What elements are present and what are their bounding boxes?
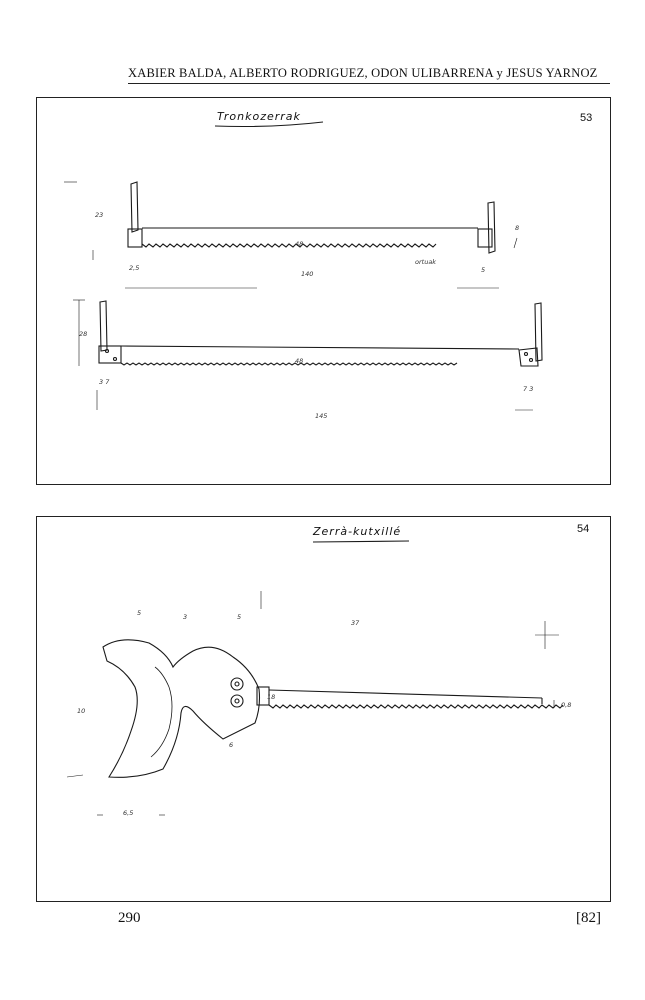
saw-handle (102, 639, 261, 778)
plate-53-title: Tronkozerrak (217, 110, 301, 123)
plate-54-number: 54 (577, 523, 590, 535)
saw-collar (256, 686, 270, 706)
saw-1-plate-left (127, 228, 143, 248)
saw-1-handle-left (130, 181, 139, 233)
title-underline (214, 121, 324, 128)
plate-54: Zerrà-kutxillé 54 5 3 5 37 10 18 0,8 6 6… (36, 516, 611, 902)
saw-2-plate-left (98, 345, 122, 364)
dim-label: 6 (229, 741, 234, 749)
dim-label: 5 (481, 266, 486, 274)
header-rule (128, 83, 610, 84)
dim-label: 6,5 (123, 809, 134, 817)
plate-54-title: Zerrà-kutxillé (313, 525, 402, 538)
dim-label: 140 (301, 270, 314, 278)
handle-grip-hole (150, 666, 173, 758)
saw-1-teeth (141, 243, 437, 248)
dim-label: 48 (295, 357, 304, 365)
dim-label: 2,5 (129, 264, 140, 272)
dim-label: ortuak (415, 258, 437, 266)
plate-54-drawing (66, 540, 564, 816)
dim-label: 28 (79, 330, 88, 338)
dim-label: 8 (515, 224, 520, 232)
saw-blade-top (268, 689, 543, 699)
dim-label: 5 (137, 609, 142, 617)
page-number: 290 (118, 910, 141, 926)
saw-2-handle-right (534, 302, 543, 362)
dim-label: 37 (351, 619, 360, 627)
saw-2-plate-right (518, 347, 539, 367)
dim-label: 48 (295, 240, 304, 248)
bracket-page-number: [82] (576, 910, 601, 926)
title-underline (312, 540, 410, 543)
dim-label: 18 (267, 693, 276, 701)
dim-label: 3 (183, 613, 188, 621)
dim-label: 23 (95, 211, 104, 219)
dim-label: 5 (237, 613, 242, 621)
dim-label: 0,8 (561, 701, 572, 709)
saw-1-plate-right (477, 228, 493, 248)
saw-2-blade-top (120, 345, 520, 350)
dim-label: 7 3 (523, 385, 534, 393)
saw-2-handle-left (99, 300, 108, 352)
rivet-icon (230, 694, 244, 708)
dim-label: 10 (77, 707, 86, 715)
saw-blade-teeth (268, 704, 564, 709)
dim-label: 3 7 (99, 378, 110, 386)
saw-2-teeth (120, 362, 458, 366)
running-head-authors: XABIER BALDA, ALBERTO RODRIGUEZ, ODON UL… (128, 66, 598, 80)
rivet-icon (230, 677, 244, 691)
plate-53-number: 53 (580, 112, 593, 124)
saw-1-handle-right (487, 201, 496, 254)
plate-53: Tronkozerrak 53 23 48 8 2,5 140 ortuak 5… (36, 97, 611, 485)
plate-53-drawing (64, 121, 543, 411)
dim-label: 145 (315, 412, 328, 420)
